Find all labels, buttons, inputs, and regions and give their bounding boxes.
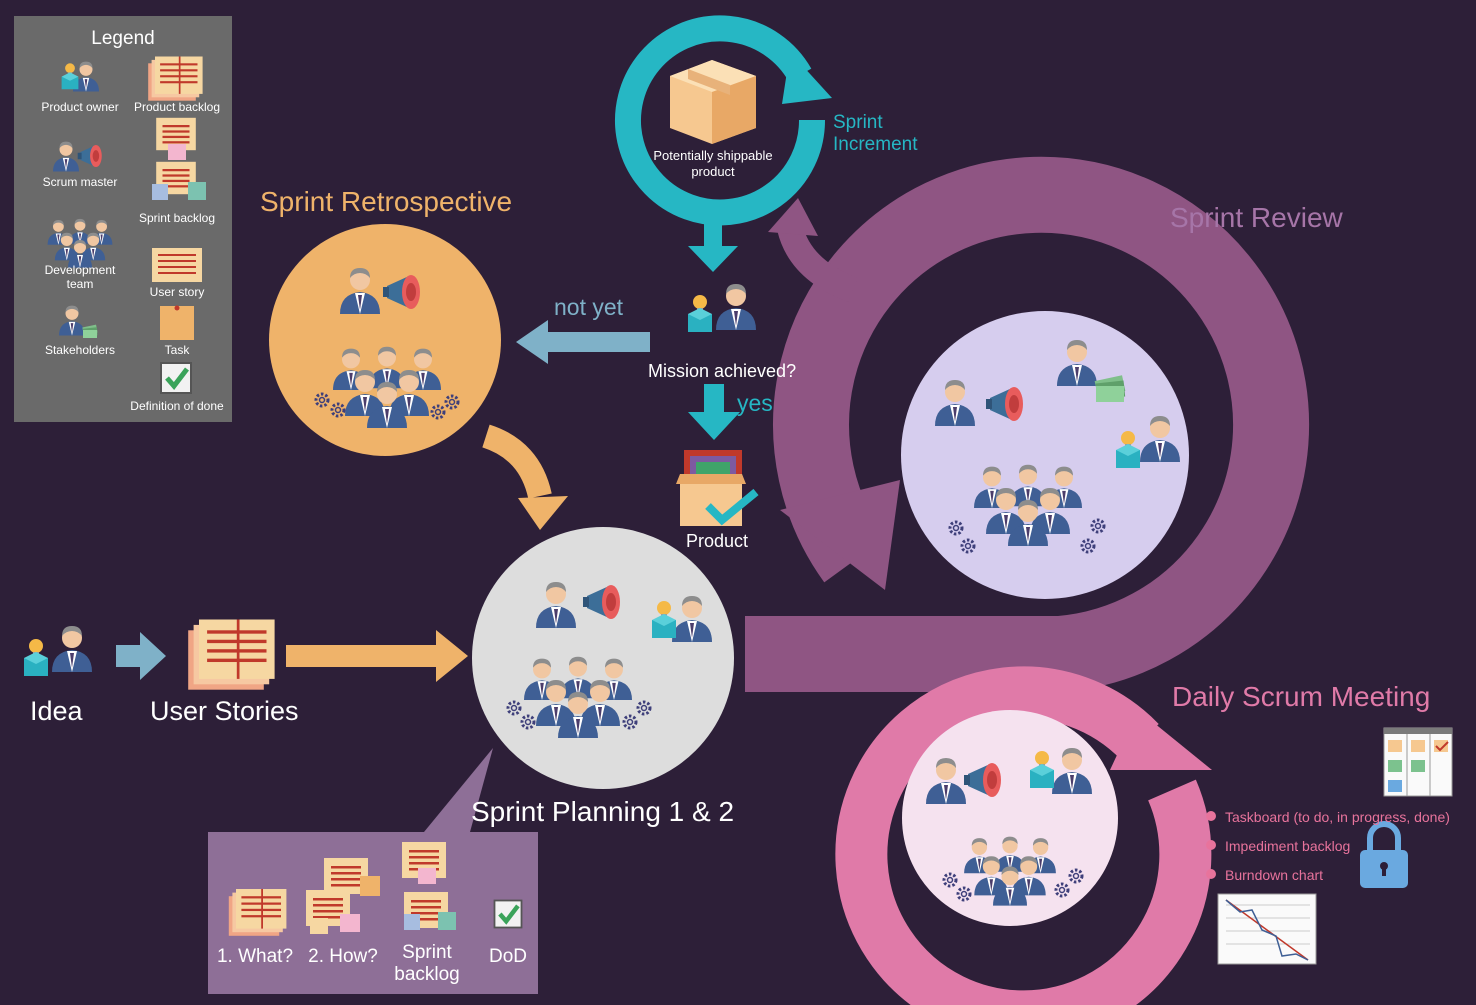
- retrospective-circle: [269, 224, 501, 456]
- planning-circle: [472, 527, 734, 789]
- heading-sprint-planning: Sprint Planning 1 & 2: [471, 796, 735, 827]
- artifact-taskboard: Taskboard (to do, in progress, done): [1225, 809, 1450, 825]
- legend-label-user-story: User story: [149, 285, 205, 299]
- plan-sprint-backlog-icon: [402, 842, 456, 930]
- daily-scrum-ring: [835, 666, 1212, 1005]
- product-icon: [676, 450, 759, 526]
- shippable-box-icon: [670, 60, 756, 144]
- heading-sprint-retrospective: Sprint Retrospective: [260, 186, 513, 217]
- legend-label-sprint-backlog: Sprint backlog: [138, 211, 216, 225]
- review-to-increment-arrow: [777, 224, 858, 303]
- plan-what-icon: [228, 889, 287, 936]
- legend-label-stakeholders: Stakeholders: [44, 343, 116, 357]
- retro-to-planning-arrow: [481, 424, 552, 499]
- artifact-bullet: [1206, 840, 1216, 850]
- legend-user-story-icon: [152, 248, 202, 282]
- legend-sprint-backlog-icon: [152, 117, 206, 200]
- sprint-increment-ring: [615, 15, 826, 226]
- artifact-impediment-backlog: Impediment backlog: [1225, 838, 1351, 854]
- sprint-increment-arrowhead: [782, 52, 832, 104]
- lock-icon: [1360, 821, 1408, 888]
- plan-label-how: 2. How?: [308, 946, 378, 967]
- heading-sprint-increment: Sprint Increment: [833, 112, 918, 155]
- legend-label-development-team: Development team: [44, 263, 116, 291]
- mission-product-owner-icon: [688, 284, 756, 332]
- not-yet-arrow: [516, 320, 650, 364]
- plan-label-what: 1. What?: [216, 946, 294, 967]
- sprint-review-spiral: [745, 156, 1310, 692]
- taskboard-icon: [1383, 727, 1453, 797]
- to-mission-arrow: [688, 224, 738, 272]
- legend-title: Legend: [91, 28, 155, 49]
- label-mission-achieved: Mission achieved?: [648, 361, 797, 381]
- legend-label-definition-of-done: Definition of done: [130, 399, 224, 413]
- stories-to-planning-arrow: [286, 630, 468, 682]
- label-idea: Idea: [30, 696, 83, 726]
- artifact-burndown-chart: Burndown chart: [1225, 867, 1324, 883]
- legend-task-icon: [160, 305, 194, 340]
- legend-label-product-backlog: Product backlog: [133, 100, 221, 114]
- legend-label-product-owner: Product owner: [41, 100, 119, 114]
- daily-scrum-arrowhead: [1110, 710, 1212, 770]
- label-user-stories: User Stories: [150, 696, 299, 726]
- idea-to-stories-arrow: [116, 632, 166, 680]
- artifact-bullet: [1206, 811, 1216, 821]
- plan-label-sprint-backlog: Sprint backlog: [394, 942, 460, 985]
- plan-how-icon: [306, 858, 380, 934]
- idea-icon: [24, 626, 92, 676]
- plan-dod-icon: [495, 901, 522, 928]
- artifact-bullet: [1206, 869, 1216, 879]
- label-yes: yes: [737, 390, 773, 416]
- label-potentially-shippable: Potentially shippable product: [653, 148, 773, 179]
- legend-panel: Legend: [14, 16, 232, 422]
- label-not-yet: not yet: [554, 294, 624, 320]
- heading-daily-scrum: Daily Scrum Meeting: [1172, 681, 1431, 712]
- heading-sprint-review: Sprint Review: [1170, 202, 1343, 233]
- sprint-review-arrowhead: [780, 480, 900, 590]
- legend-label-scrum-master: Scrum master: [42, 175, 118, 189]
- legend-label-task: Task: [164, 343, 190, 357]
- user-stories-icon: [188, 619, 275, 690]
- burndown-chart-icon: [1217, 893, 1317, 965]
- yes-arrow: [688, 384, 740, 440]
- label-product: Product: [686, 531, 749, 551]
- plan-label-dod: DoD: [488, 946, 527, 967]
